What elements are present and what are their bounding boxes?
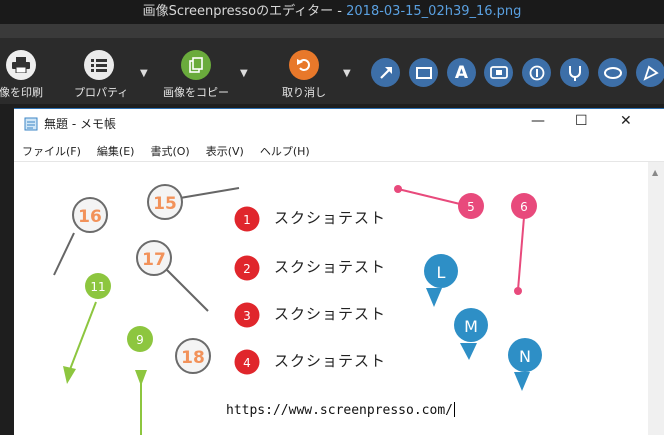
magnifier-annotation-16[interactable]: 16 <box>53 197 108 276</box>
green-marker-11[interactable]: 11 <box>63 273 111 384</box>
green-marker-9[interactable]: 9 <box>127 326 153 435</box>
step-number-2: 2 <box>243 262 251 276</box>
arrow-tool-icon[interactable] <box>371 58 400 87</box>
rectangle-tool-icon[interactable] <box>409 58 438 87</box>
green-marker-label-11: 11 <box>90 280 105 294</box>
magnifier-label-16: 16 <box>78 207 102 227</box>
step-number-4: 4 <box>243 356 251 370</box>
pink-marker-5[interactable]: 5 <box>394 185 484 219</box>
menu-edit[interactable]: 編集(E) <box>96 145 135 158</box>
step-text-1: スクショテスト <box>274 209 387 227</box>
step-text-2: スクショテスト <box>274 258 387 276</box>
pin-marker-L[interactable]: L <box>424 254 458 307</box>
notepad-title: 無題 - メモ帳 <box>44 117 116 131</box>
step-badge-4[interactable]: 4 <box>234 349 260 375</box>
maximize-button[interactable]: ☐ <box>575 113 588 129</box>
window-title-bar: 画像Screenpressoのエディター - 2018-03-15_02h39_… <box>0 0 664 24</box>
window-border <box>14 108 664 109</box>
magnifier-label-18: 18 <box>181 348 205 368</box>
pin-label-N: N <box>519 347 531 366</box>
step-number-tool-icon[interactable] <box>522 58 551 87</box>
url-value: https://www.screenpresso.com/ <box>226 403 453 418</box>
magnifier-tool-icon[interactable] <box>560 58 589 87</box>
undo-icon <box>289 50 319 80</box>
pin-label-L: L <box>437 263 446 282</box>
notepad-menu-bar: ファイル(F) 編集(E) 書式(O) 表示(V) ヘルプ(H) <box>22 143 326 159</box>
magnifier-annotation-18[interactable]: 18 <box>175 338 211 374</box>
menu-format[interactable]: 書式(O) <box>150 145 190 158</box>
menu-divider <box>14 161 664 162</box>
notepad-window: 無題 - メモ帳 — ☐ ✕ ファイル(F) 編集(E) 書式(O) 表示(V) ヘルプ… <box>14 108 664 435</box>
copy-image-button[interactable]: 画像をコピー <box>163 40 229 100</box>
editor-toolbar: 像を印刷 プロパティ ▼ 画像をコピー ▼ 取り消し ▼ A <box>0 38 664 104</box>
printer-icon <box>6 50 36 80</box>
title-separator: - <box>333 4 347 19</box>
list-icon <box>84 50 114 80</box>
pink-marker-label-6: 6 <box>520 200 528 214</box>
pin-marker-N[interactable]: N <box>508 338 542 391</box>
step-number-1: 1 <box>243 213 251 227</box>
url-text: https://www.screenpresso.com/ <box>226 402 455 418</box>
step-badge-3[interactable]: 3 <box>234 302 260 328</box>
pink-marker-label-5: 5 <box>467 200 475 214</box>
properties-dropdown-icon[interactable]: ▼ <box>140 68 148 79</box>
header-band <box>0 24 664 38</box>
pin-marker-M[interactable]: M <box>454 308 488 360</box>
ellipse-tool-icon[interactable] <box>598 58 627 87</box>
magnifier-label-17: 17 <box>142 250 166 270</box>
magnifier-annotation-17[interactable]: 17 <box>136 240 209 312</box>
menu-view[interactable]: 表示(V) <box>205 145 244 158</box>
print-label: 像を印刷 <box>0 86 43 99</box>
copy-image-label: 画像をコピー <box>163 86 229 99</box>
green-marker-label-9: 9 <box>136 333 144 347</box>
copy-dropdown-icon[interactable]: ▼ <box>240 68 248 79</box>
pin-label-M: M <box>464 317 478 336</box>
menu-file[interactable]: ファイル(F) <box>22 145 81 158</box>
window-title: 画像Screenpressoのエディター <box>142 4 334 19</box>
text-area[interactable]: 16 15 17 18 11 <box>14 162 648 435</box>
file-name: 2018-03-15_02h39_16.png <box>346 4 522 19</box>
copy-icon <box>181 50 211 80</box>
step-text-3: スクショテスト <box>274 305 387 323</box>
undo-dropdown-icon[interactable]: ▼ <box>343 68 351 79</box>
text-tool-icon[interactable]: A <box>447 58 476 87</box>
step-badge-1[interactable]: 1 <box>234 206 260 232</box>
text-caret <box>453 402 455 417</box>
properties-label: プロパティ <box>74 86 129 99</box>
callout-tool-icon[interactable] <box>484 58 513 87</box>
scroll-up-icon[interactable]: ▲ <box>652 168 659 177</box>
step-badge-2[interactable]: 2 <box>234 255 260 281</box>
print-button[interactable]: 像を印刷 <box>0 40 44 100</box>
notepad-title-bar: 無題 - メモ帳 <box>24 115 116 132</box>
undo-label: 取り消し <box>282 86 326 99</box>
minimize-button[interactable]: — <box>531 113 545 129</box>
notepad-icon <box>24 117 38 131</box>
close-button[interactable]: ✕ <box>620 113 632 129</box>
annotation-layer: 16 15 17 18 11 <box>53 184 542 435</box>
polygon-tool-icon[interactable] <box>636 58 664 87</box>
undo-button[interactable]: 取り消し <box>281 40 327 100</box>
vertical-scrollbar[interactable]: ▲ <box>648 162 664 435</box>
magnifier-annotation-15[interactable]: 15 <box>147 184 240 220</box>
pink-marker-6[interactable]: 6 <box>511 193 537 295</box>
step-number-3: 3 <box>243 309 251 323</box>
properties-button[interactable]: プロパティ <box>74 40 128 100</box>
magnifier-label-15: 15 <box>153 194 177 214</box>
menu-help[interactable]: ヘルプ(H) <box>259 145 310 158</box>
step-text-4: スクショテスト <box>274 352 387 370</box>
